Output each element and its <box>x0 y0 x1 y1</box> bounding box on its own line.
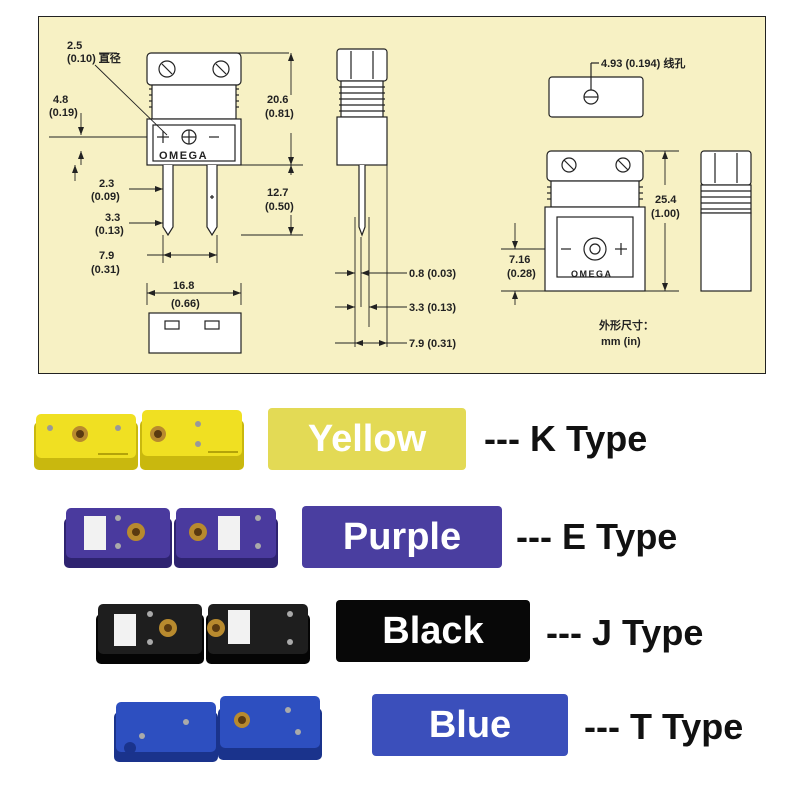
wire-hole-view <box>548 62 644 118</box>
dimension-drawing-svg: OMEGA OMEGA 2.5 (0.10) 直径 4.8 (0.19) 20.… <box>49 40 752 354</box>
male-plug-side <box>336 48 388 237</box>
width-label: 16.8 <box>173 280 194 292</box>
pin-length-in-label: (0.50) <box>265 201 294 213</box>
pin-diameter-label: 2.5 <box>67 40 82 52</box>
side-mid-label: 3.3 (0.13) <box>409 302 456 314</box>
female-height-in-label: (1.00) <box>651 208 680 220</box>
units-line2: mm (in) <box>601 336 641 348</box>
wire-hole-label: 4.93 (0.194) 线孔 <box>601 56 685 70</box>
brand-logo-small: OMEGA <box>571 269 613 279</box>
pin-pitch-label: 7.9 <box>99 250 114 262</box>
female-height-label: 25.4 <box>655 194 677 206</box>
width-in-label: (0.66) <box>171 298 200 310</box>
female-socket-side <box>700 150 752 292</box>
type-label-e: --- E Type <box>516 516 678 557</box>
units-line1: 外形尺寸： <box>598 318 654 332</box>
pin-gap-label: 2.3 <box>99 178 114 190</box>
connector-photo-purple <box>62 500 282 585</box>
pin-pitch-in-label: (0.31) <box>91 264 120 276</box>
edge-offset-in-label: (0.19) <box>49 107 78 119</box>
female-offset-in-label: (0.28) <box>507 268 536 280</box>
connector-photo-yellow <box>32 404 252 489</box>
male-plug-bottom <box>148 312 242 354</box>
female-offset-label: 7.16 <box>509 254 530 266</box>
height-in-label: (0.81) <box>265 108 294 120</box>
connector-photo-blue <box>112 692 332 777</box>
color-badge-purple: Purple <box>302 506 502 568</box>
color-badge-yellow: Yellow <box>268 408 466 470</box>
color-badge-blue: Blue <box>372 694 568 756</box>
connector-photo-black <box>94 596 314 681</box>
type-label-t: --- T Type <box>584 706 744 747</box>
type-label-k: --- K Type <box>484 418 648 459</box>
edge-offset-label: 4.8 <box>53 94 68 106</box>
pin-diameter-in-label: (0.10) 直径 <box>67 51 121 65</box>
female-socket-front <box>544 150 646 292</box>
height-label: 20.6 <box>267 94 288 106</box>
dimension-drawing: OMEGA OMEGA 2.5 (0.10) 直径 4.8 (0.19) 20.… <box>38 16 766 374</box>
type-label-j: --- J Type <box>546 612 704 653</box>
color-badge-black: Black <box>336 600 530 662</box>
side-thin-label: 0.8 (0.03) <box>409 268 456 280</box>
brand-logo: OMEGA <box>159 150 208 162</box>
pin-length-label: 12.7 <box>267 187 288 199</box>
pin-gap-in-label: (0.09) <box>91 191 120 203</box>
male-plug-front <box>146 52 242 237</box>
side-wide-label: 7.9 (0.31) <box>409 338 456 350</box>
pin-spacing-in-label: (0.13) <box>95 225 124 237</box>
pin-spacing-label: 3.3 <box>105 212 120 224</box>
